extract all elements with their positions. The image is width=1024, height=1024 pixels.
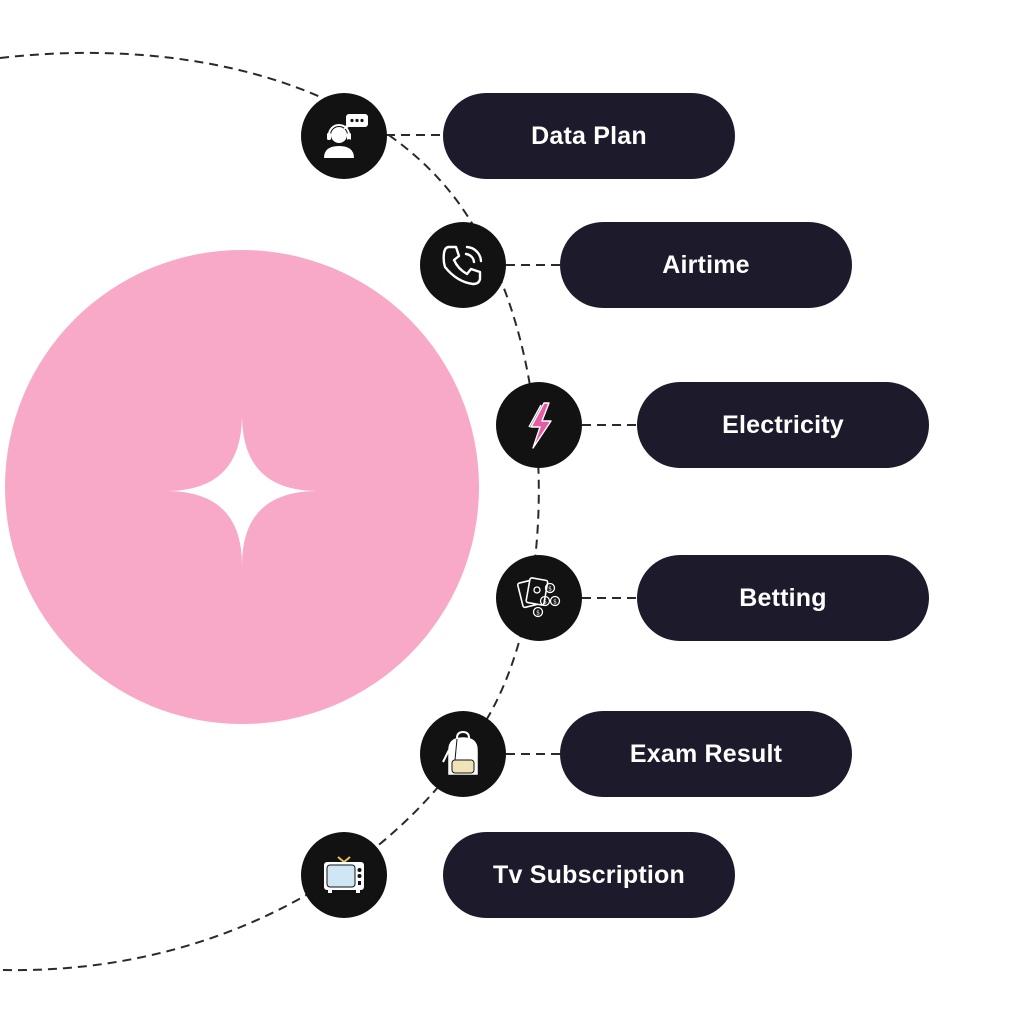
service-button-betting[interactable]: Betting <box>637 555 929 641</box>
service-label-airtime: Airtime <box>662 250 750 279</box>
lightning-bolt-icon <box>528 402 552 449</box>
cards-and-coins-icon: $ $ $ $ <box>516 577 561 618</box>
svg-text:$: $ <box>548 586 552 593</box>
service-button-exam-result[interactable]: Exam Result <box>560 711 852 797</box>
node-data-plan[interactable] <box>301 93 387 179</box>
customer-support-headset-icon <box>324 114 368 158</box>
svg-text:$: $ <box>536 610 540 617</box>
node-exam-result[interactable] <box>420 711 506 797</box>
phone-call-icon <box>442 245 483 286</box>
svg-text:$: $ <box>553 599 557 606</box>
service-button-electricity[interactable]: Electricity <box>637 382 929 468</box>
sparkle-star-icon <box>168 415 316 565</box>
television-icon <box>324 856 364 893</box>
node-airtime[interactable] <box>420 222 506 308</box>
node-electricity[interactable] <box>496 382 582 468</box>
orbit-arc <box>0 51 540 972</box>
service-button-airtime[interactable]: Airtime <box>560 222 852 308</box>
service-label-betting: Betting <box>739 583 827 612</box>
service-button-tv-subscription[interactable]: Tv Subscription <box>443 832 735 918</box>
backpack-icon <box>442 730 478 775</box>
node-betting[interactable]: $ $ $ $ <box>496 555 582 641</box>
service-label-data-plan: Data Plan <box>531 121 647 150</box>
service-button-data-plan[interactable]: Data Plan <box>443 93 735 179</box>
service-label-tv-subscription: Tv Subscription <box>493 860 685 889</box>
svg-text:$: $ <box>543 599 547 606</box>
service-label-electricity: Electricity <box>722 410 844 439</box>
node-tv-subscription[interactable] <box>301 832 387 918</box>
service-label-exam-result: Exam Result <box>629 739 783 768</box>
